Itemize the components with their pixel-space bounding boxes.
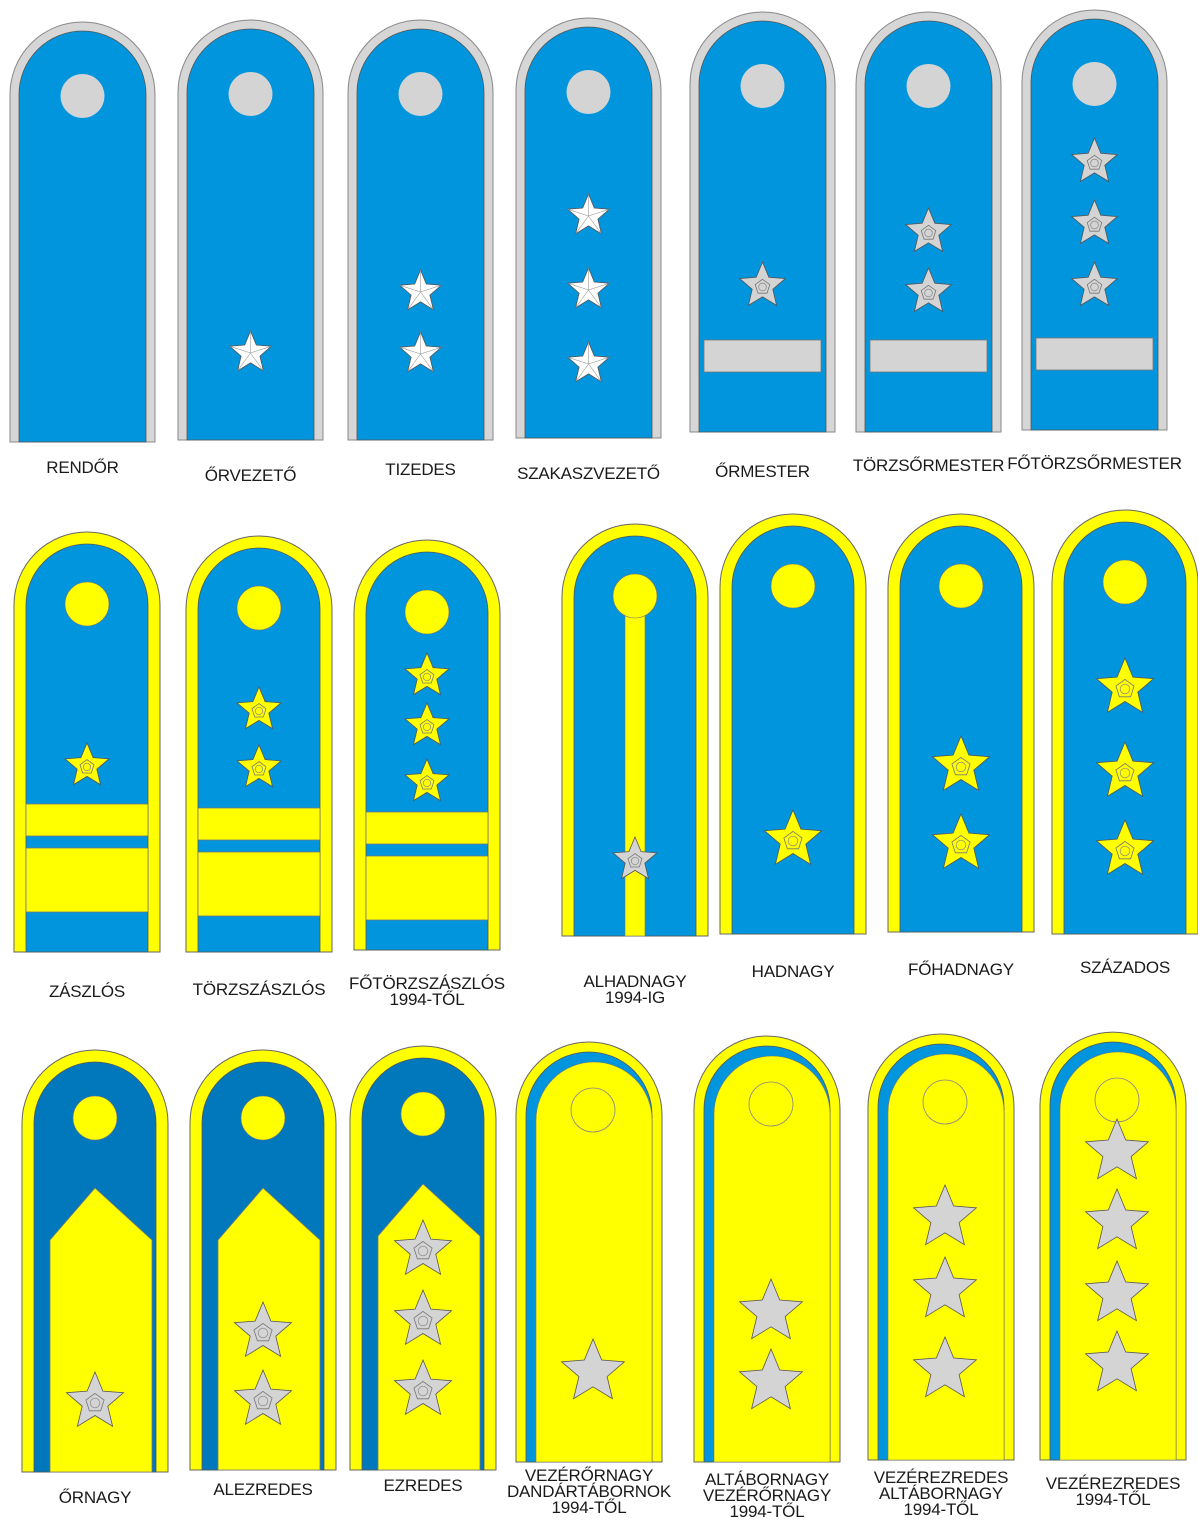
button-circle xyxy=(61,74,105,118)
button-circle xyxy=(771,564,815,608)
button-circle xyxy=(1103,560,1147,604)
shoulder-board-0-5 xyxy=(856,12,1001,432)
button-circle xyxy=(73,1096,117,1140)
shoulder-board-1-1 xyxy=(186,536,332,952)
button-circle xyxy=(405,590,449,634)
rank-bar xyxy=(26,804,148,836)
chevron-panel xyxy=(50,1188,152,1472)
button-circle xyxy=(741,64,785,108)
rank-bar xyxy=(870,340,987,372)
button-circle xyxy=(567,70,611,114)
rank-label-line: SZÁZADOS xyxy=(1025,960,1198,976)
rank-label-line: 1994-TŐL xyxy=(327,992,527,1008)
shoulder-board-1-5 xyxy=(888,514,1034,932)
rank-label-line: 1994-TŐL xyxy=(489,1500,689,1516)
shoulder-board-0-0 xyxy=(10,22,155,442)
shoulder-board-0-4 xyxy=(690,12,835,432)
shoulder-board-0-1 xyxy=(178,20,323,440)
rank-label-line: FŐTÖRZSŐRMESTER xyxy=(995,456,1195,472)
button-circle xyxy=(1073,62,1117,106)
shoulder-board-1-2 xyxy=(354,540,500,950)
button-circle xyxy=(907,64,951,108)
shoulder-board-2-3 xyxy=(516,1042,662,1462)
rank-label-line: 1994-TŐL xyxy=(667,1504,867,1520)
shoulder-board-1-6 xyxy=(1052,510,1198,934)
rank-label: SZÁZADOS xyxy=(1025,960,1198,976)
shoulder-board-2-6 xyxy=(1040,1032,1186,1460)
rank-bar xyxy=(366,812,488,844)
shoulder-board-0-6 xyxy=(1022,10,1167,430)
rank-label-line: 1994-TŐL xyxy=(1013,1492,1198,1508)
rank-label-line: 1994-IG xyxy=(535,990,735,1006)
button-circle xyxy=(65,582,109,626)
rank-bar xyxy=(26,848,148,912)
shoulder-board-2-0 xyxy=(22,1050,168,1472)
button-circle xyxy=(401,1092,445,1136)
shoulder-board-2-5 xyxy=(868,1034,1014,1460)
center-stripe xyxy=(625,596,645,936)
shoulder-board-2-4 xyxy=(694,1036,840,1462)
shoulder-board-0-3 xyxy=(516,18,661,438)
rank-label: FŐTÖRZSŐRMESTER xyxy=(995,456,1195,472)
rank-bar xyxy=(704,340,821,372)
shoulder-board-1-3 xyxy=(562,524,708,936)
rank-bar xyxy=(1036,338,1153,370)
button-circle xyxy=(241,1096,285,1140)
button-circle xyxy=(939,564,983,608)
rank-label-line: 1994-TŐL xyxy=(841,1502,1041,1518)
shoulder-board-1-0 xyxy=(14,532,160,952)
button-circle xyxy=(237,586,281,630)
rank-bar xyxy=(198,852,320,916)
button-circle xyxy=(399,72,443,116)
shoulder-board-1-4 xyxy=(720,514,866,934)
rank-label: SZAKASZVEZETŐ xyxy=(489,466,689,482)
shoulder-board-0-2 xyxy=(348,20,493,440)
rank-bar xyxy=(198,808,320,840)
shoulder-board-2-2 xyxy=(350,1046,496,1470)
shoulder-board-2-1 xyxy=(190,1050,336,1470)
rank-bar xyxy=(366,856,488,920)
button-circle xyxy=(229,72,273,116)
rank-label-line: SZAKASZVEZETŐ xyxy=(489,466,689,482)
